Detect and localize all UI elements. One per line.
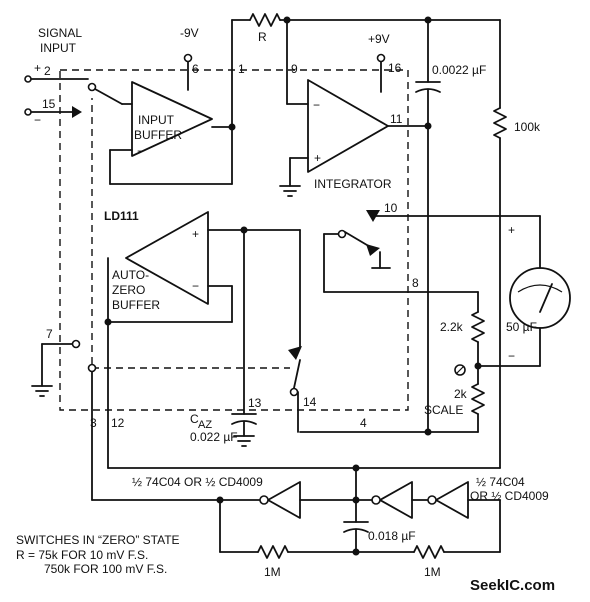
resistor-1m-b — [413, 545, 445, 559]
input-buffer-label-1: INPUT — [138, 113, 175, 127]
cap-0022-plate-2 — [415, 88, 441, 93]
input-plus-sign: + — [34, 61, 41, 75]
res-2k-label: 2k — [454, 387, 468, 401]
inverter-right-label-1: ½ 74C04 — [476, 475, 525, 489]
signal-input-label-2: INPUT — [40, 41, 77, 55]
pin-16-label: 16 — [388, 61, 402, 75]
inverter-left-label: ½ 74C04 OR ½ CD4009 — [132, 475, 263, 489]
az-switch-contact — [289, 387, 299, 397]
minus9v-terminal — [183, 53, 193, 63]
pin-6-label: 6 — [192, 62, 199, 76]
res-1m-b-label: 1M — [424, 565, 441, 579]
pin-8-label: 8 — [412, 276, 419, 290]
integrator-minus: − — [313, 98, 320, 112]
input-minus-terminal — [24, 108, 32, 116]
pin-9-label: 9 — [291, 62, 298, 76]
inverter-1 — [267, 481, 301, 519]
minus9v-label: -9V — [180, 26, 199, 40]
junction-cap-018-top — [352, 464, 360, 472]
az-switch-arm — [293, 359, 301, 389]
meter-minus: − — [508, 349, 515, 363]
pin-3-terminal — [87, 363, 97, 373]
pin-2-label: 2 — [44, 64, 51, 78]
pin-13-label: 13 — [248, 396, 262, 410]
autozero-label-1: AUTO- — [112, 268, 149, 282]
input-minus-sign: − — [34, 113, 41, 127]
az-switch-arrow — [288, 346, 302, 360]
inverter-2 — [379, 481, 413, 519]
caz-value-label: 0.022 µF — [190, 430, 238, 444]
pin-12-label: 12 — [111, 416, 125, 430]
meter-circle — [509, 267, 571, 329]
cap-0022-label: 0.0022 µF — [432, 63, 486, 77]
autozero-label-3: BUFFER — [112, 298, 160, 312]
pin-8-switch-arrow — [366, 244, 380, 256]
autozero-plus: + — [192, 227, 199, 241]
pin-15-label: 15 — [42, 97, 56, 111]
resistor-r — [249, 13, 281, 27]
watermark: SeekIC.com — [470, 577, 555, 594]
pin-10-label: 10 — [384, 201, 398, 215]
resistor-22k — [471, 311, 485, 343]
junction-pin4 — [424, 428, 432, 436]
input-switch-contact-arrow — [72, 106, 82, 118]
pin-3-label: 3 — [90, 416, 97, 430]
resistor-2k-scale — [471, 383, 485, 415]
inverter-right-label-2: OR ½ CD4009 — [470, 489, 549, 503]
pin-7-terminal — [71, 339, 81, 349]
resistor-r-label: R — [258, 30, 267, 44]
inverter-3-bubble — [427, 495, 437, 505]
note-line-1: SWITCHES IN “ZERO” STATE — [16, 533, 180, 547]
inverter-1-bubble — [259, 495, 269, 505]
input-buffer-label-2: BUFFER — [134, 128, 182, 142]
integrator-plus: + — [314, 151, 321, 165]
res-1m-a-label: 1M — [264, 565, 281, 579]
note-line-3: 750k FOR 100 mV F.S. — [44, 562, 167, 576]
autozero-label-2: ZERO — [112, 283, 145, 297]
pin-14-label: 14 — [303, 395, 317, 409]
junction-autozero-out — [104, 318, 112, 326]
inverter-2-bubble — [371, 495, 381, 505]
pin-11-label: 11 — [390, 112, 403, 126]
input-buffer-opamp — [131, 81, 213, 157]
integrator-label: INTEGRATOR — [314, 177, 392, 191]
junction-meter-minus — [474, 362, 482, 370]
meter-scale-arc — [517, 284, 563, 293]
plus9v-terminal — [376, 53, 386, 63]
inverter-3 — [435, 481, 469, 519]
scale-adjust-slot — [455, 365, 465, 375]
res-100k-label: 100k — [514, 120, 541, 134]
resistor-1m-a — [257, 545, 289, 559]
plus9v-label: +9V — [368, 32, 390, 46]
caz-label-sub: AZ — [198, 419, 212, 431]
caz-label-c: C — [190, 412, 199, 426]
input-plus-terminal — [24, 75, 32, 83]
pin-1-label: 1 — [238, 62, 245, 76]
caz-plate-2 — [231, 420, 257, 425]
pin-7-label: 7 — [46, 327, 53, 341]
resistor-100k — [493, 107, 507, 139]
input-buffer-minus: − — [137, 144, 144, 158]
res-22k-label: 2.2k — [440, 320, 464, 334]
cap-018-label: 0.018 µF — [368, 529, 416, 543]
ld111-label: LD111 — [104, 209, 139, 223]
pin-4-label: 4 — [360, 416, 367, 430]
ic-boundary — [59, 69, 409, 411]
input-switch-contact — [87, 82, 97, 92]
integrator-opamp — [307, 79, 389, 173]
note-line-2: R = 75k FOR 10 mV F.S. — [16, 548, 148, 562]
autozero-minus: − — [192, 279, 199, 293]
meter-needle — [539, 283, 553, 313]
meter-cap-label: 50 µF — [506, 320, 537, 334]
signal-input-label-1: SIGNAL — [38, 26, 82, 40]
meter-plus: + — [508, 223, 515, 237]
pin-10-switch-arrow — [366, 210, 380, 222]
cap-018-plate-2 — [343, 528, 369, 533]
scale-label: SCALE — [424, 403, 463, 417]
input-switch-arm — [94, 88, 123, 105]
autozero-opamp — [125, 211, 209, 305]
